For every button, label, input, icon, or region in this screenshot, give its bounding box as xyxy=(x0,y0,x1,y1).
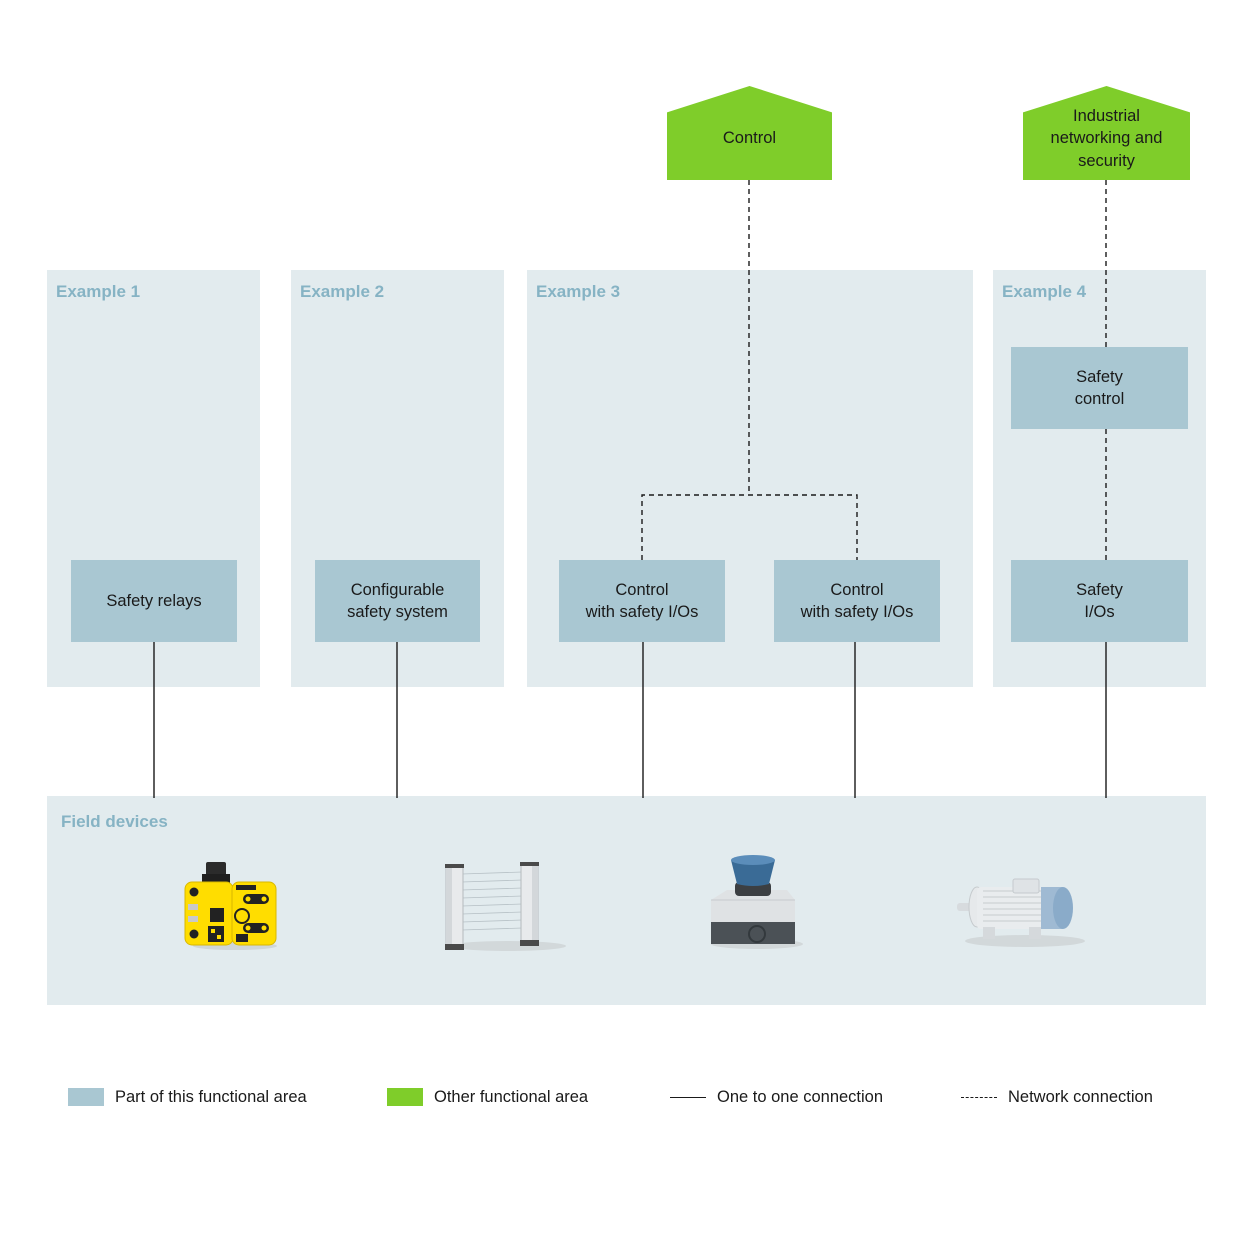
control-safety-ios-label-2: Control with safety I/Os xyxy=(800,581,914,621)
control-branch-line xyxy=(641,494,858,560)
control-safety-ios-box-2: Control with safety I/Os xyxy=(774,560,940,642)
configurable-safety-system-box: Configurable safety system xyxy=(315,560,480,642)
legend-one-to-one: One to one connection xyxy=(670,1086,883,1108)
control-safety-ios-box-1: Control with safety I/Os xyxy=(559,560,725,642)
example-4-title: Example 4 xyxy=(1002,282,1087,301)
control-safety-ios-label-1: Control with safety I/Os xyxy=(585,581,699,621)
example-3-title: Example 3 xyxy=(536,282,621,301)
networking-security-area: Industrial networking and security xyxy=(1023,86,1190,180)
light-curtain-icon xyxy=(445,862,566,951)
configurable-safety-system-label: Configurable safety system xyxy=(347,581,448,621)
safety-control-label: Safety control xyxy=(1074,368,1125,408)
safety-sensor-icon xyxy=(184,862,277,950)
emergency-stop-icon xyxy=(711,855,803,949)
legend-other-swatch xyxy=(387,1088,423,1106)
control-area-label: Control xyxy=(722,128,777,147)
legend-network: Network connection xyxy=(961,1086,1153,1108)
legend-other-area: Other functional area xyxy=(387,1086,588,1108)
legend-dashed-line xyxy=(961,1096,997,1098)
legend-part-swatch xyxy=(68,1088,104,1106)
legend-solid-line xyxy=(670,1096,706,1098)
legend-network-label: Network connection xyxy=(1008,1087,1153,1106)
example-2-title: Example 2 xyxy=(300,282,385,301)
legend-part-label: Part of this functional area xyxy=(115,1087,307,1106)
legend-one-to-one-label: One to one connection xyxy=(717,1087,884,1106)
safety-relays-box: Safety relays xyxy=(71,560,237,642)
safety-ios-box: Safety I/Os xyxy=(1011,560,1188,642)
example-1-title: Example 1 xyxy=(56,282,141,301)
safety-relays-label: Safety relays xyxy=(106,592,202,610)
safety-control-box: Safety control xyxy=(1011,347,1188,429)
field-devices-title: Field devices xyxy=(61,812,168,831)
electric-motor-icon xyxy=(957,878,1085,947)
networking-security-label: Industrial networking and security xyxy=(1050,106,1163,170)
safety-ios-label: Safety I/Os xyxy=(1076,581,1123,621)
legend-part-of-area: Part of this functional area xyxy=(68,1086,307,1108)
legend-other-label: Other functional area xyxy=(434,1087,589,1106)
